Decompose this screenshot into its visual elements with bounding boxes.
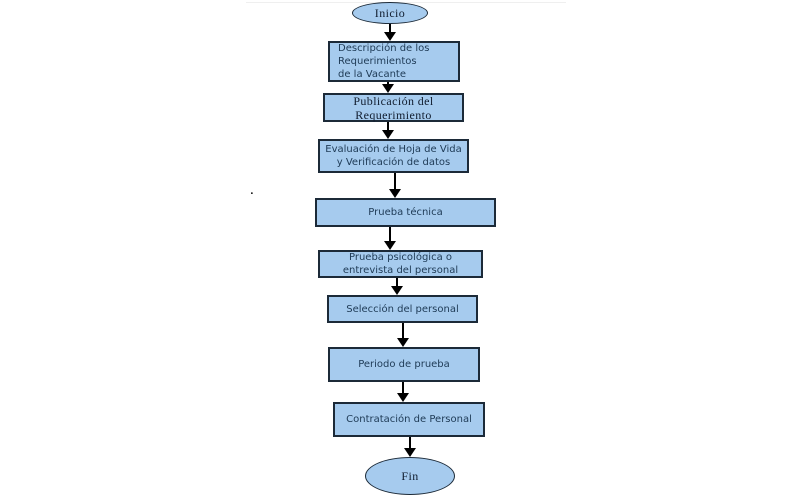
flow-node-publicacion-requerimiento: Publicación del Requerimiento bbox=[323, 93, 464, 122]
node-label: Selección del personal bbox=[346, 303, 459, 315]
arrow-head-icon bbox=[382, 130, 394, 139]
arrow-head-icon bbox=[382, 84, 394, 93]
node-label-line: Requerimiento bbox=[355, 107, 432, 122]
arrow-head-icon bbox=[397, 393, 409, 402]
node-label: Periodo de prueba bbox=[358, 359, 450, 370]
arrow-shaft bbox=[396, 278, 398, 286]
arrow-head-icon bbox=[384, 32, 396, 41]
flow-arrow-5 bbox=[384, 227, 396, 250]
flow-node-periodo-de-prueba: Periodo de prueba bbox=[328, 347, 480, 382]
node-label-line: de la Vacante bbox=[338, 69, 406, 80]
flow-arrow-1 bbox=[384, 24, 396, 41]
flow-node-prueba-tecnica: Prueba técnica bbox=[315, 198, 496, 227]
arrow-shaft bbox=[387, 122, 389, 130]
arrow-shaft bbox=[402, 323, 404, 338]
flow-node-prueba-psicologica: Prueba psicológica o entrevista del pers… bbox=[318, 250, 483, 278]
node-label-line: Publicación del bbox=[353, 93, 434, 108]
flow-node-seleccion-del-personal: Selección del personal bbox=[327, 295, 478, 323]
flow-arrow-3 bbox=[382, 122, 394, 139]
node-label-line: y Verificación de datos bbox=[336, 157, 451, 168]
flow-arrow-4 bbox=[389, 173, 401, 198]
node-label: Prueba técnica bbox=[368, 207, 443, 218]
flow-arrow-2 bbox=[382, 82, 394, 93]
arrow-shaft bbox=[387, 82, 389, 84]
flow-arrow-8 bbox=[397, 382, 409, 402]
arrow-shaft bbox=[389, 227, 391, 241]
arrow-shaft bbox=[402, 382, 404, 393]
arrow-shaft bbox=[389, 24, 391, 32]
flow-node-inicio: Inicio bbox=[352, 2, 428, 24]
arrow-head-icon bbox=[397, 338, 409, 347]
flow-node-descripcion-requerimientos: Descripción de los Requerimientos de la … bbox=[328, 41, 460, 82]
flow-arrow-7 bbox=[397, 323, 409, 347]
arrow-head-icon bbox=[384, 241, 396, 250]
node-label: Inicio bbox=[374, 6, 406, 20]
flow-node-evaluacion-hoja-de-vida: Evaluación de Hoja de Vida y Verificació… bbox=[318, 139, 469, 173]
flow-arrow-9 bbox=[404, 437, 416, 457]
arrow-shaft bbox=[409, 437, 411, 448]
stray-period-mark: . bbox=[250, 182, 254, 198]
flow-node-fin: Fin bbox=[365, 457, 455, 495]
node-label: Contratación de Personal bbox=[346, 414, 472, 425]
node-label: Fin bbox=[401, 469, 419, 483]
node-label-line: Evaluación de Hoja de Vida bbox=[325, 144, 462, 155]
flow-arrow-6 bbox=[391, 278, 403, 295]
arrow-shaft bbox=[394, 173, 396, 189]
arrow-head-icon bbox=[391, 286, 403, 295]
node-label-line: Descripción de los bbox=[338, 43, 430, 54]
node-label-line: Prueba psicológica o bbox=[348, 252, 452, 263]
arrow-head-icon bbox=[389, 189, 401, 198]
node-label-line: Requerimientos bbox=[338, 56, 417, 67]
node-label-line: entrevista del personal bbox=[342, 265, 459, 276]
flow-node-contratacion-de-personal: Contratación de Personal bbox=[333, 402, 485, 437]
arrow-head-icon bbox=[404, 448, 416, 457]
